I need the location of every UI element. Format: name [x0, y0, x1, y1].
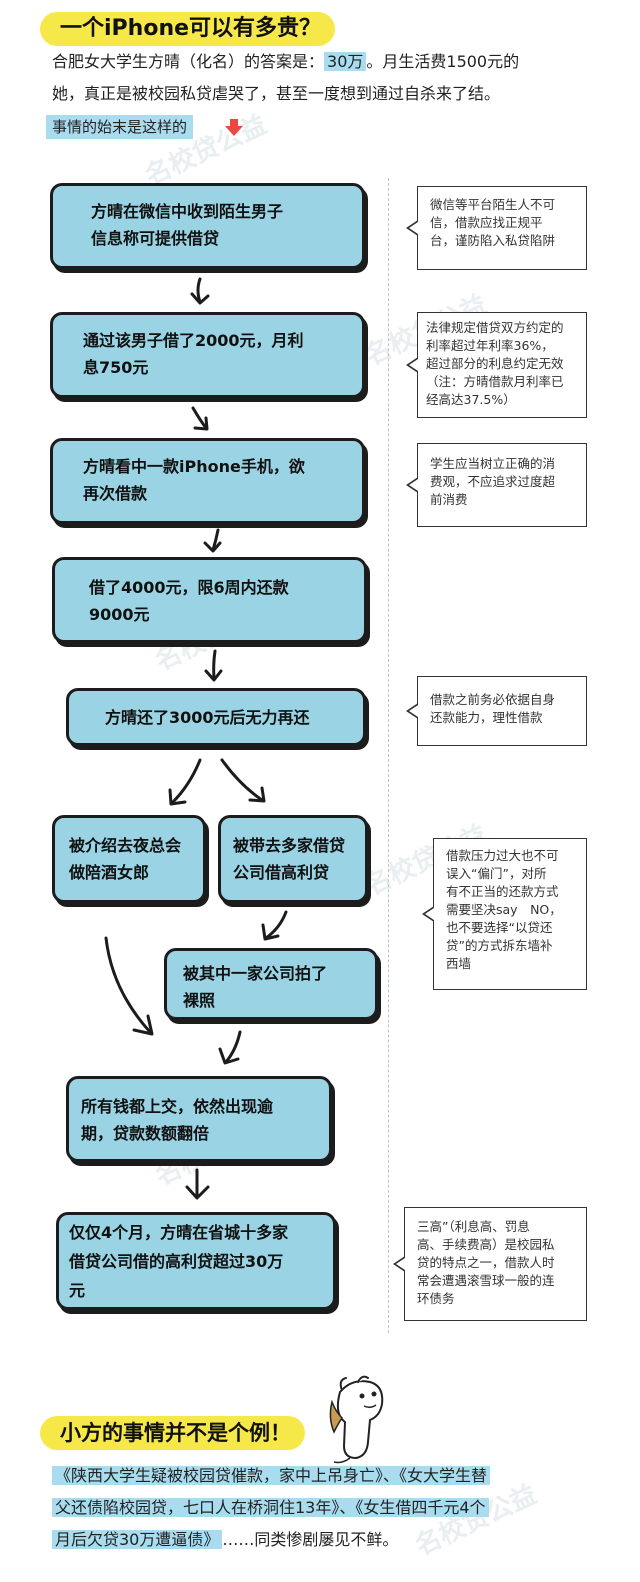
step-wechat-contact: 方晴在微信中收到陌生男子 信息称可提供借贷	[50, 183, 365, 269]
section-title: 小方的事情并不是个例！	[40, 1416, 305, 1450]
note-text: 经高达37.5%）	[426, 392, 516, 407]
note-text: 超过部分的利息约定无效	[426, 356, 564, 371]
note-text: 常会遭遇滚雪球一般的连	[417, 1273, 555, 1288]
step-borrow-4000: 借了4000元，限6周内还款 9000元	[52, 557, 367, 643]
step-text: 被其中一家公司拍了	[183, 964, 328, 983]
note-text: 借款压力过大也不可	[446, 848, 559, 863]
cartoon-horse-icon	[329, 1375, 384, 1464]
note-text: 前消费	[430, 492, 468, 507]
arrow-down-icon	[203, 528, 222, 553]
case-line-2: 父还债陷校园贷，七口人在桥洞住13年》、《女生借四千元4个	[52, 1494, 489, 1522]
note-three-highs: 三高”（利息高、罚息 高、手续费高）是校园私 贷的特点之一，借款人时 常会遭遇滚…	[393, 1207, 587, 1321]
arrow-down-icon	[191, 406, 209, 431]
amount-highlight: 30万	[324, 52, 367, 71]
note-text: 环债务	[417, 1291, 455, 1306]
case-text: ……同类惨剧屡见不鲜。	[222, 1530, 399, 1549]
note-say-no: 借款压力过大也不可 误入“偏门”，对所 有不正当的还款方式 需要坚决say NO…	[422, 838, 587, 990]
arrow-down-icon	[204, 649, 223, 682]
arrow-down-icon	[261, 910, 288, 941]
note-text: 借款之前务必依据自身	[430, 692, 556, 707]
note-consumption: 学生应当树立正确的消 费观，不应追求过度超 前消费	[406, 443, 587, 527]
case-text: 父还债陷校园贷，七口人在桥洞住13年》、《女生借四千元4个	[52, 1498, 489, 1517]
note-text: 有不正当的还款方式	[446, 884, 559, 899]
step-nightclub: 被介绍去夜总会 做陪酒女郎	[52, 815, 206, 903]
note-text: 也不要选择“以贷还	[446, 920, 553, 935]
eye-icon	[359, 1393, 365, 1399]
arrow-down-icon	[218, 1030, 242, 1065]
step-repaid-3000: 方晴还了3000元后无力再还	[66, 688, 366, 746]
step-text: 被带去多家借贷	[233, 836, 346, 855]
note-text: 西墙	[446, 956, 472, 971]
step-text: 裸照	[183, 991, 216, 1010]
case-line-3: 月后欠贷30万遭逼债》……同类惨剧屡见不鲜。	[52, 1526, 398, 1554]
step-text: 信息称可提供借贷	[91, 229, 220, 248]
note-text: 信，借款应找正规平	[430, 215, 543, 230]
step-text: 方晴还了3000元后无力再还	[105, 708, 310, 727]
note-text: 利率超过年利率36%，	[426, 338, 554, 353]
step-text: 期，贷款数额翻倍	[81, 1124, 210, 1143]
arrow-long-curve-icon	[104, 936, 154, 1036]
step-text: 仅仅4个月，方晴在省城十多家	[69, 1223, 289, 1242]
step-text: 再次借款	[83, 484, 148, 503]
intro-text: 合肥女大学生方晴（化名）的答案是：	[52, 52, 325, 71]
step-text: 通过该男子借了2000元，月利	[83, 331, 304, 350]
step-text: 所有钱都上交，依然出现逾	[81, 1097, 274, 1116]
note-rational-borrowing: 借款之前务必依据自身 还款能力，理性借款	[406, 676, 587, 746]
note-text: 贷的特点之一，借款人时	[417, 1255, 555, 1270]
note-text: 微信等平台陌生人不可	[430, 197, 556, 212]
note-text: 需要坚决say NO，	[446, 902, 562, 917]
note-interest-law: 法律规定借贷双方约定的 利率超过年利率36%， 超过部分的利息约定无效 （注：方…	[406, 312, 587, 418]
intro-line-2: 她，真正是被校园私贷虐哭了，甚至一度想到通过自杀来了结。	[52, 84, 501, 103]
arrow-down-icon	[185, 1168, 210, 1200]
step-text: 公司借高利贷	[233, 863, 330, 882]
intro-text: 。月生活费1500元的	[366, 52, 520, 71]
step-text: 息750元	[83, 358, 149, 377]
step-more-loans: 被带去多家借贷 公司借高利贷	[218, 815, 368, 903]
note-text: （注：方晴借款月利率已	[426, 374, 564, 389]
arrow-down-icon	[190, 277, 210, 305]
note-text: 还款能力，理性借款	[430, 710, 543, 725]
note-text: 法律规定借贷双方约定的	[426, 320, 564, 335]
note-stranger-warning: 微信等平台陌生人不可 信，借款应找正规平 台，谨防陷入私贷陷阱	[406, 186, 587, 270]
step-text: 做陪酒女郎	[69, 863, 150, 882]
step-text: 被介绍去夜总会	[69, 836, 182, 855]
note-text: 费观，不应追求过度超	[430, 474, 556, 489]
arrow-left-branch-icon	[168, 758, 202, 806]
note-text: 学生应当树立正确的消	[430, 456, 556, 471]
divider	[388, 178, 389, 1333]
arrow-right-branch-icon	[220, 758, 266, 803]
case-text: 月后欠贷30万遭逼债》	[52, 1530, 223, 1549]
note-text: 三高”（利息高、罚息	[417, 1219, 530, 1234]
note-text: 高、手续费高）是校园私	[417, 1237, 555, 1252]
case-line-1: 《陕西大学生疑被校园贷催款，家中上吊身亡》、《女大学生替	[52, 1462, 491, 1490]
intro-line-1: 合肥女大学生方晴（化名）的答案是：30万。月生活费1500元的	[52, 48, 519, 76]
note-text: 误入“偏门”，对所	[446, 866, 547, 881]
step-300k: 仅仅4个月，方晴在省城十多家 借贷公司借的高利贷超过30万 元	[56, 1212, 336, 1310]
step-text: 元	[69, 1281, 86, 1300]
step-borrow-2000: 通过该男子借了2000元，月利 息750元	[50, 312, 365, 398]
case-text: 《陕西大学生疑被校园贷催款，家中上吊身亡》、《女大学生替	[52, 1466, 491, 1485]
step-photos: 被其中一家公司拍了 裸照	[164, 948, 378, 1020]
red-down-arrow-icon	[225, 119, 243, 136]
page-title: 一个iPhone可以有多贵？	[40, 12, 336, 46]
note-text: 台，谨防陷入私贷陷阱	[430, 233, 556, 248]
step-text: 方晴看中一款iPhone手机，欲	[83, 457, 305, 476]
step-text: 借了4000元，限6周内还款	[89, 578, 289, 597]
eye-icon	[371, 1391, 377, 1397]
step-text: 借贷公司借的高利贷超过30万	[69, 1252, 284, 1271]
step-iphone: 方晴看中一款iPhone手机，欲 再次借款	[50, 438, 365, 524]
step-overdue: 所有钱都上交，依然出现逾 期，贷款数额翻倍	[66, 1076, 332, 1162]
step-text: 方晴在微信中收到陌生男子	[91, 202, 284, 221]
start-label: 事情的始末是这样的	[46, 115, 194, 139]
step-text: 9000元	[89, 605, 150, 624]
note-text: 贷”的方式拆东墙补	[446, 938, 553, 953]
